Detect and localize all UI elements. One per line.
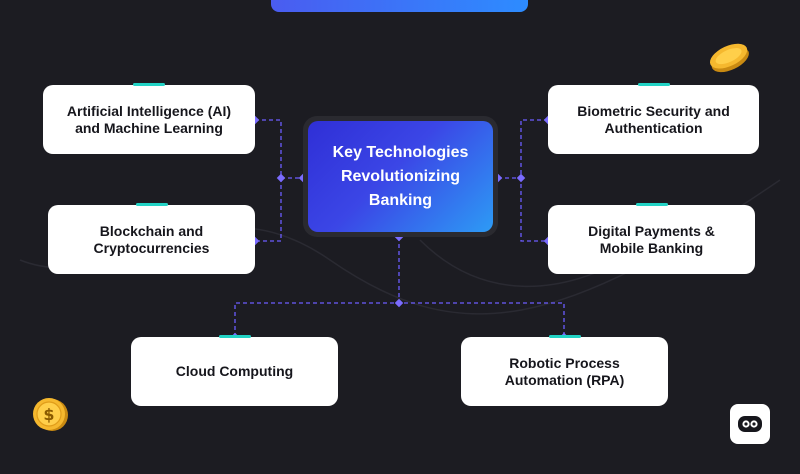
node-cloud-computing: Cloud Computing — [131, 335, 338, 406]
connector-dot — [276, 173, 286, 183]
node-biometric: Biometric Security and Authentication — [548, 83, 759, 154]
connector-right-bracket — [520, 119, 548, 242]
gold-coin-icon — [709, 43, 749, 73]
center-node-body: Key Technologies Revolutionizing Banking — [308, 121, 493, 232]
node-ai-ml: Artificial Intelligence (AI) and Machine… — [43, 83, 255, 154]
node-biometric-label: Biometric Security and Authentication — [577, 102, 730, 136]
svg-text:$: $ — [43, 405, 54, 424]
center-node-title: Key Technologies Revolutionizing Banking — [332, 143, 469, 209]
center-node: Key Technologies Revolutionizing Banking — [303, 116, 498, 237]
node-accent-bar — [135, 203, 168, 206]
node-accent-bar — [637, 83, 670, 86]
node-blockchain-label: Blockchain and Cryptocurrencies — [93, 222, 210, 256]
node-accent-bar — [548, 335, 581, 338]
node-blockchain: Blockchain and Cryptocurrencies — [48, 203, 255, 274]
top-banner-bar — [271, 0, 528, 12]
connector-dot — [394, 298, 404, 308]
node-ai-ml-label: Artificial Intelligence (AI) and Machine… — [66, 102, 232, 136]
chatbot-button[interactable] — [730, 404, 770, 444]
node-rpa-label: Robotic Process Automation (RPA) — [504, 354, 625, 388]
node-cloud-computing-label: Cloud Computing — [175, 363, 294, 379]
connector-dot — [516, 173, 526, 183]
node-rpa: Robotic Process Automation (RPA) — [461, 335, 668, 406]
connector-left-bracket — [255, 119, 282, 242]
node-digital-payments: Digital Payments & Mobile Banking — [548, 203, 755, 274]
node-accent-bar — [635, 203, 668, 206]
robot-face-icon — [738, 416, 762, 432]
node-accent-bar — [133, 83, 165, 86]
connector-bottom-branch — [234, 302, 565, 337]
node-accent-bar — [218, 335, 251, 338]
dollar-coin-icon: $ — [33, 398, 68, 431]
node-digital-payments-label: Digital Payments & Mobile Banking — [588, 222, 715, 256]
